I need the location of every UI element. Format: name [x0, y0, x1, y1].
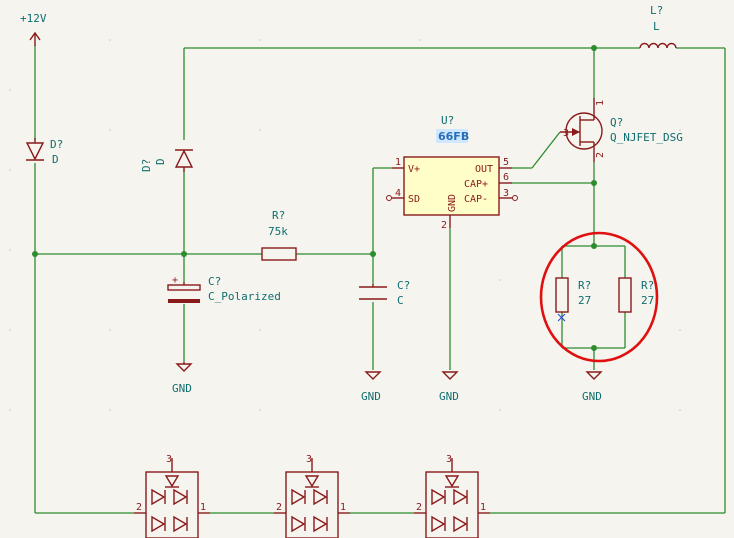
r3-value: 27 — [641, 294, 654, 307]
gnd-label-4: GND — [582, 390, 602, 403]
l1-ref: L? — [650, 4, 663, 17]
led2-pin-1: 1 — [340, 502, 346, 513]
u1-ref: U? — [441, 114, 454, 127]
u1-pin-num-1: 1 — [395, 157, 401, 168]
led2-pin-3: 3 — [306, 454, 312, 465]
resistor-r1[interactable]: R? 75k — [261, 209, 297, 261]
gnd-symbol-4[interactable]: GND — [582, 371, 603, 403]
u1-pin-gnd: GND — [447, 194, 458, 212]
u1-pin-num-5: 5 — [503, 157, 509, 168]
u1-pin-vplus: V+ — [408, 164, 420, 175]
gnd-label-3: GND — [439, 390, 459, 403]
junctions — [32, 45, 597, 351]
led1-pin-3: 3 — [166, 454, 172, 465]
gnd-symbol-1[interactable]: GND — [172, 362, 193, 395]
d1-ref: D? — [50, 138, 63, 151]
u1-pin-num-3: 3 — [503, 188, 509, 199]
resistor-r2[interactable]: R? 27 — [555, 277, 591, 313]
d1-value: D — [52, 153, 59, 166]
r2-value: 27 — [578, 294, 591, 307]
led2-pin-2: 2 — [276, 502, 282, 513]
led3-pin-2: 2 — [416, 502, 422, 513]
gnd-label-1: GND — [172, 382, 192, 395]
r3-ref: R? — [641, 279, 654, 292]
r2-ref: R? — [578, 279, 591, 292]
u1-pin-sd: SD — [408, 194, 420, 205]
c1-plus-mark: + — [172, 275, 178, 286]
c1-ref: C? — [208, 275, 221, 288]
led3-pin-3: 3 — [446, 454, 452, 465]
ic-u1[interactable]: U? 66FB V+ SD OUT CAP+ CAP- GND 1 4 2 5 … — [386, 114, 518, 231]
no-connect-flag — [557, 313, 566, 322]
gnd-symbol-2[interactable]: GND — [361, 371, 382, 403]
q1-pin-num-2: 2 — [595, 152, 606, 158]
led-array-2[interactable]: 3 2 1 — [274, 454, 350, 538]
highlight-ellipse — [539, 231, 659, 363]
u1-pin-num-6: 6 — [503, 172, 509, 183]
l1-value: L — [653, 20, 660, 33]
c2-value: C — [397, 294, 404, 307]
led-array-3[interactable]: 3 2 1 — [414, 454, 490, 538]
u1-pin-num-4: 4 — [395, 188, 401, 199]
r1-value: 75k — [268, 225, 288, 238]
u1-pin-capm: CAP- — [464, 194, 488, 205]
c2-ref: C? — [397, 279, 410, 292]
q1-ref: Q? — [610, 116, 623, 129]
diode-d2[interactable]: D? D — [140, 149, 194, 172]
vcc-label: +12V — [20, 12, 47, 25]
d2-ref: D? — [140, 159, 153, 172]
gnd-label-2: GND — [361, 390, 381, 403]
gnd-symbol-3[interactable]: GND — [439, 371, 459, 403]
led1-pin-1: 1 — [200, 502, 206, 513]
u1-value: 66FB — [438, 130, 469, 143]
q1-value: Q_NJFET_DSG — [610, 131, 683, 144]
wires — [34, 45, 726, 514]
grid-dots — [9, 39, 681, 411]
u1-pin-capp: CAP+ — [464, 179, 488, 190]
led1-pin-2: 2 — [136, 502, 142, 513]
inductor-l1[interactable]: L? L — [639, 4, 677, 49]
led3-pin-1: 1 — [480, 502, 486, 513]
jfet-q1[interactable]: 1 2 3 Q? Q_NJFET_DSG — [560, 98, 683, 162]
diode-d1[interactable]: D? D — [25, 138, 63, 166]
q1-pin-num-3: 3 — [563, 128, 569, 139]
led-array-1[interactable]: 3 2 1 — [134, 454, 210, 538]
resistor-r3[interactable]: R? 27 — [618, 277, 654, 313]
vcc-power-symbol[interactable]: +12V — [20, 12, 47, 46]
r1-ref: R? — [272, 209, 285, 222]
u1-pin-out: OUT — [475, 164, 493, 175]
capacitor-c2[interactable]: C? C — [359, 279, 410, 307]
u1-value-highlight — [436, 129, 468, 143]
q1-pin-num-1: 1 — [595, 100, 606, 106]
capacitor-c1-polarized[interactable]: + C? C_Polarized — [167, 275, 281, 303]
c1-value: C_Polarized — [208, 290, 281, 303]
d2-value: D — [154, 158, 167, 165]
u1-pin-num-2: 2 — [441, 220, 447, 231]
